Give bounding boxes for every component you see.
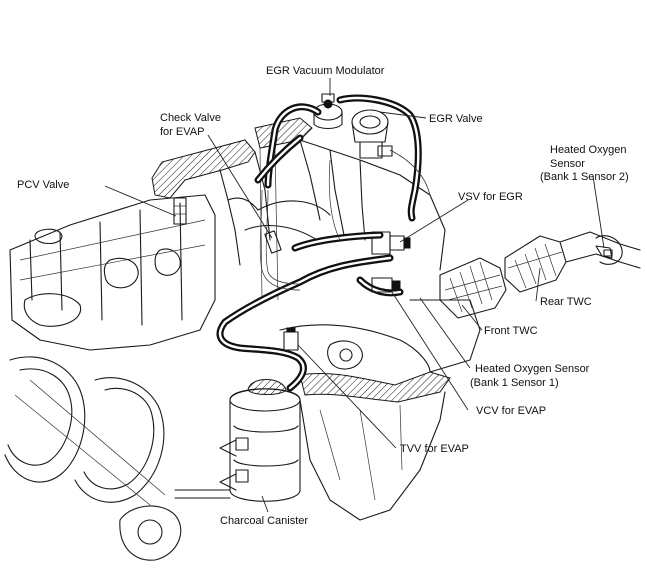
charcoal-canister-body bbox=[174, 379, 301, 502]
evap-lines bbox=[259, 149, 431, 291]
label-front-twc: Front TWC bbox=[484, 325, 538, 337]
label-ho2s-b1s1-line1: Heated Oxygen Sensor bbox=[475, 363, 590, 375]
label-charcoal-canister: Charcoal Canister bbox=[220, 515, 308, 527]
label-ho2s-b1s2-line1: Heated Oxygen bbox=[550, 144, 626, 156]
label-ho2s-b1s2-line2: Sensor bbox=[550, 158, 585, 170]
check-valve-body bbox=[264, 230, 282, 254]
leader-lines bbox=[104, 78, 605, 513]
label-check-valve-line1: Check Valve bbox=[160, 112, 221, 124]
intake-manifold bbox=[151, 117, 446, 301]
egr-vacuum-modulator-body bbox=[313, 93, 343, 130]
label-rear-twc: Rear TWC bbox=[540, 296, 592, 308]
exhaust-manifold bbox=[279, 299, 481, 521]
label-ho2s-b1s1-line2: (Bank 1 Sensor 1) bbox=[470, 377, 559, 389]
label-vsv-for-egr: VSV for EGR bbox=[458, 191, 523, 203]
label-egr-vacuum-modulator: EGR Vacuum Modulator bbox=[266, 65, 385, 77]
label-ho2s-b1s2-line3: (Bank 1 Sensor 2) bbox=[540, 171, 629, 183]
label-egr-valve: EGR Valve bbox=[429, 113, 483, 125]
ho2s-sensor-2-body bbox=[595, 245, 613, 259]
rear-twc-converter bbox=[504, 231, 641, 293]
labels: EGR Vacuum Modulator Check Valve for EVA… bbox=[17, 65, 629, 527]
egr-valve-body bbox=[351, 109, 393, 159]
label-check-valve-line2: for EVAP bbox=[160, 126, 204, 138]
label-vcv-for-evap: VCV for EVAP bbox=[476, 405, 546, 417]
pcv-valve-body bbox=[173, 197, 187, 225]
label-pcv-valve: PCV Valve bbox=[17, 179, 69, 191]
vcv-for-evap-body bbox=[371, 277, 401, 293]
accessory-belt bbox=[4, 356, 182, 561]
label-tvv-for-evap: TVV for EVAP bbox=[400, 443, 469, 455]
front-twc-converter bbox=[439, 257, 507, 319]
engine-block bbox=[9, 194, 216, 351]
tvv-for-evap-body bbox=[283, 327, 299, 351]
vacuum-hoses bbox=[216, 94, 422, 392]
